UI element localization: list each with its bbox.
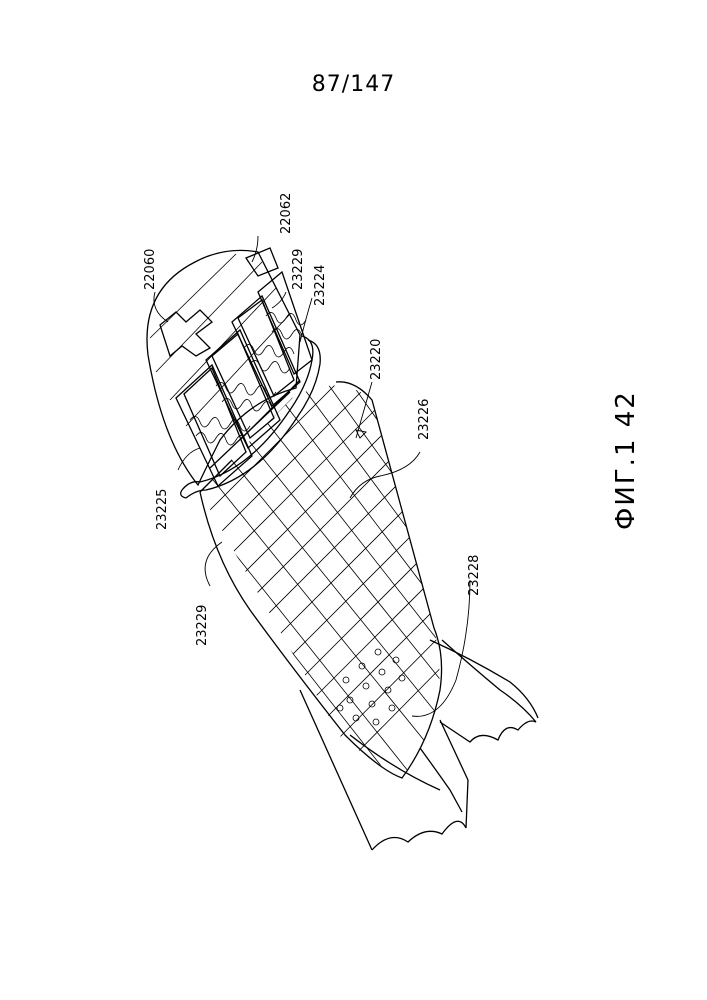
shaft-lower [300,640,538,850]
mesh-dots [337,649,405,725]
figure-label: ФИГ.1 42 [611,390,641,530]
ref-23226: 23226 [417,399,432,440]
ref-23224: 23224 [313,265,328,306]
ref-23229-top: 23229 [291,249,306,290]
mesh-sleeve [190,330,480,790]
ref-23220: 23220 [369,339,384,380]
jaw-head [147,248,312,486]
ref-22062: 22062 [279,193,294,234]
ref-23228: 23228 [467,555,482,596]
ref-23225: 23225 [155,489,170,530]
ref-22060: 22060 [143,249,158,290]
ref-23229-bottom: 23229 [195,605,210,646]
